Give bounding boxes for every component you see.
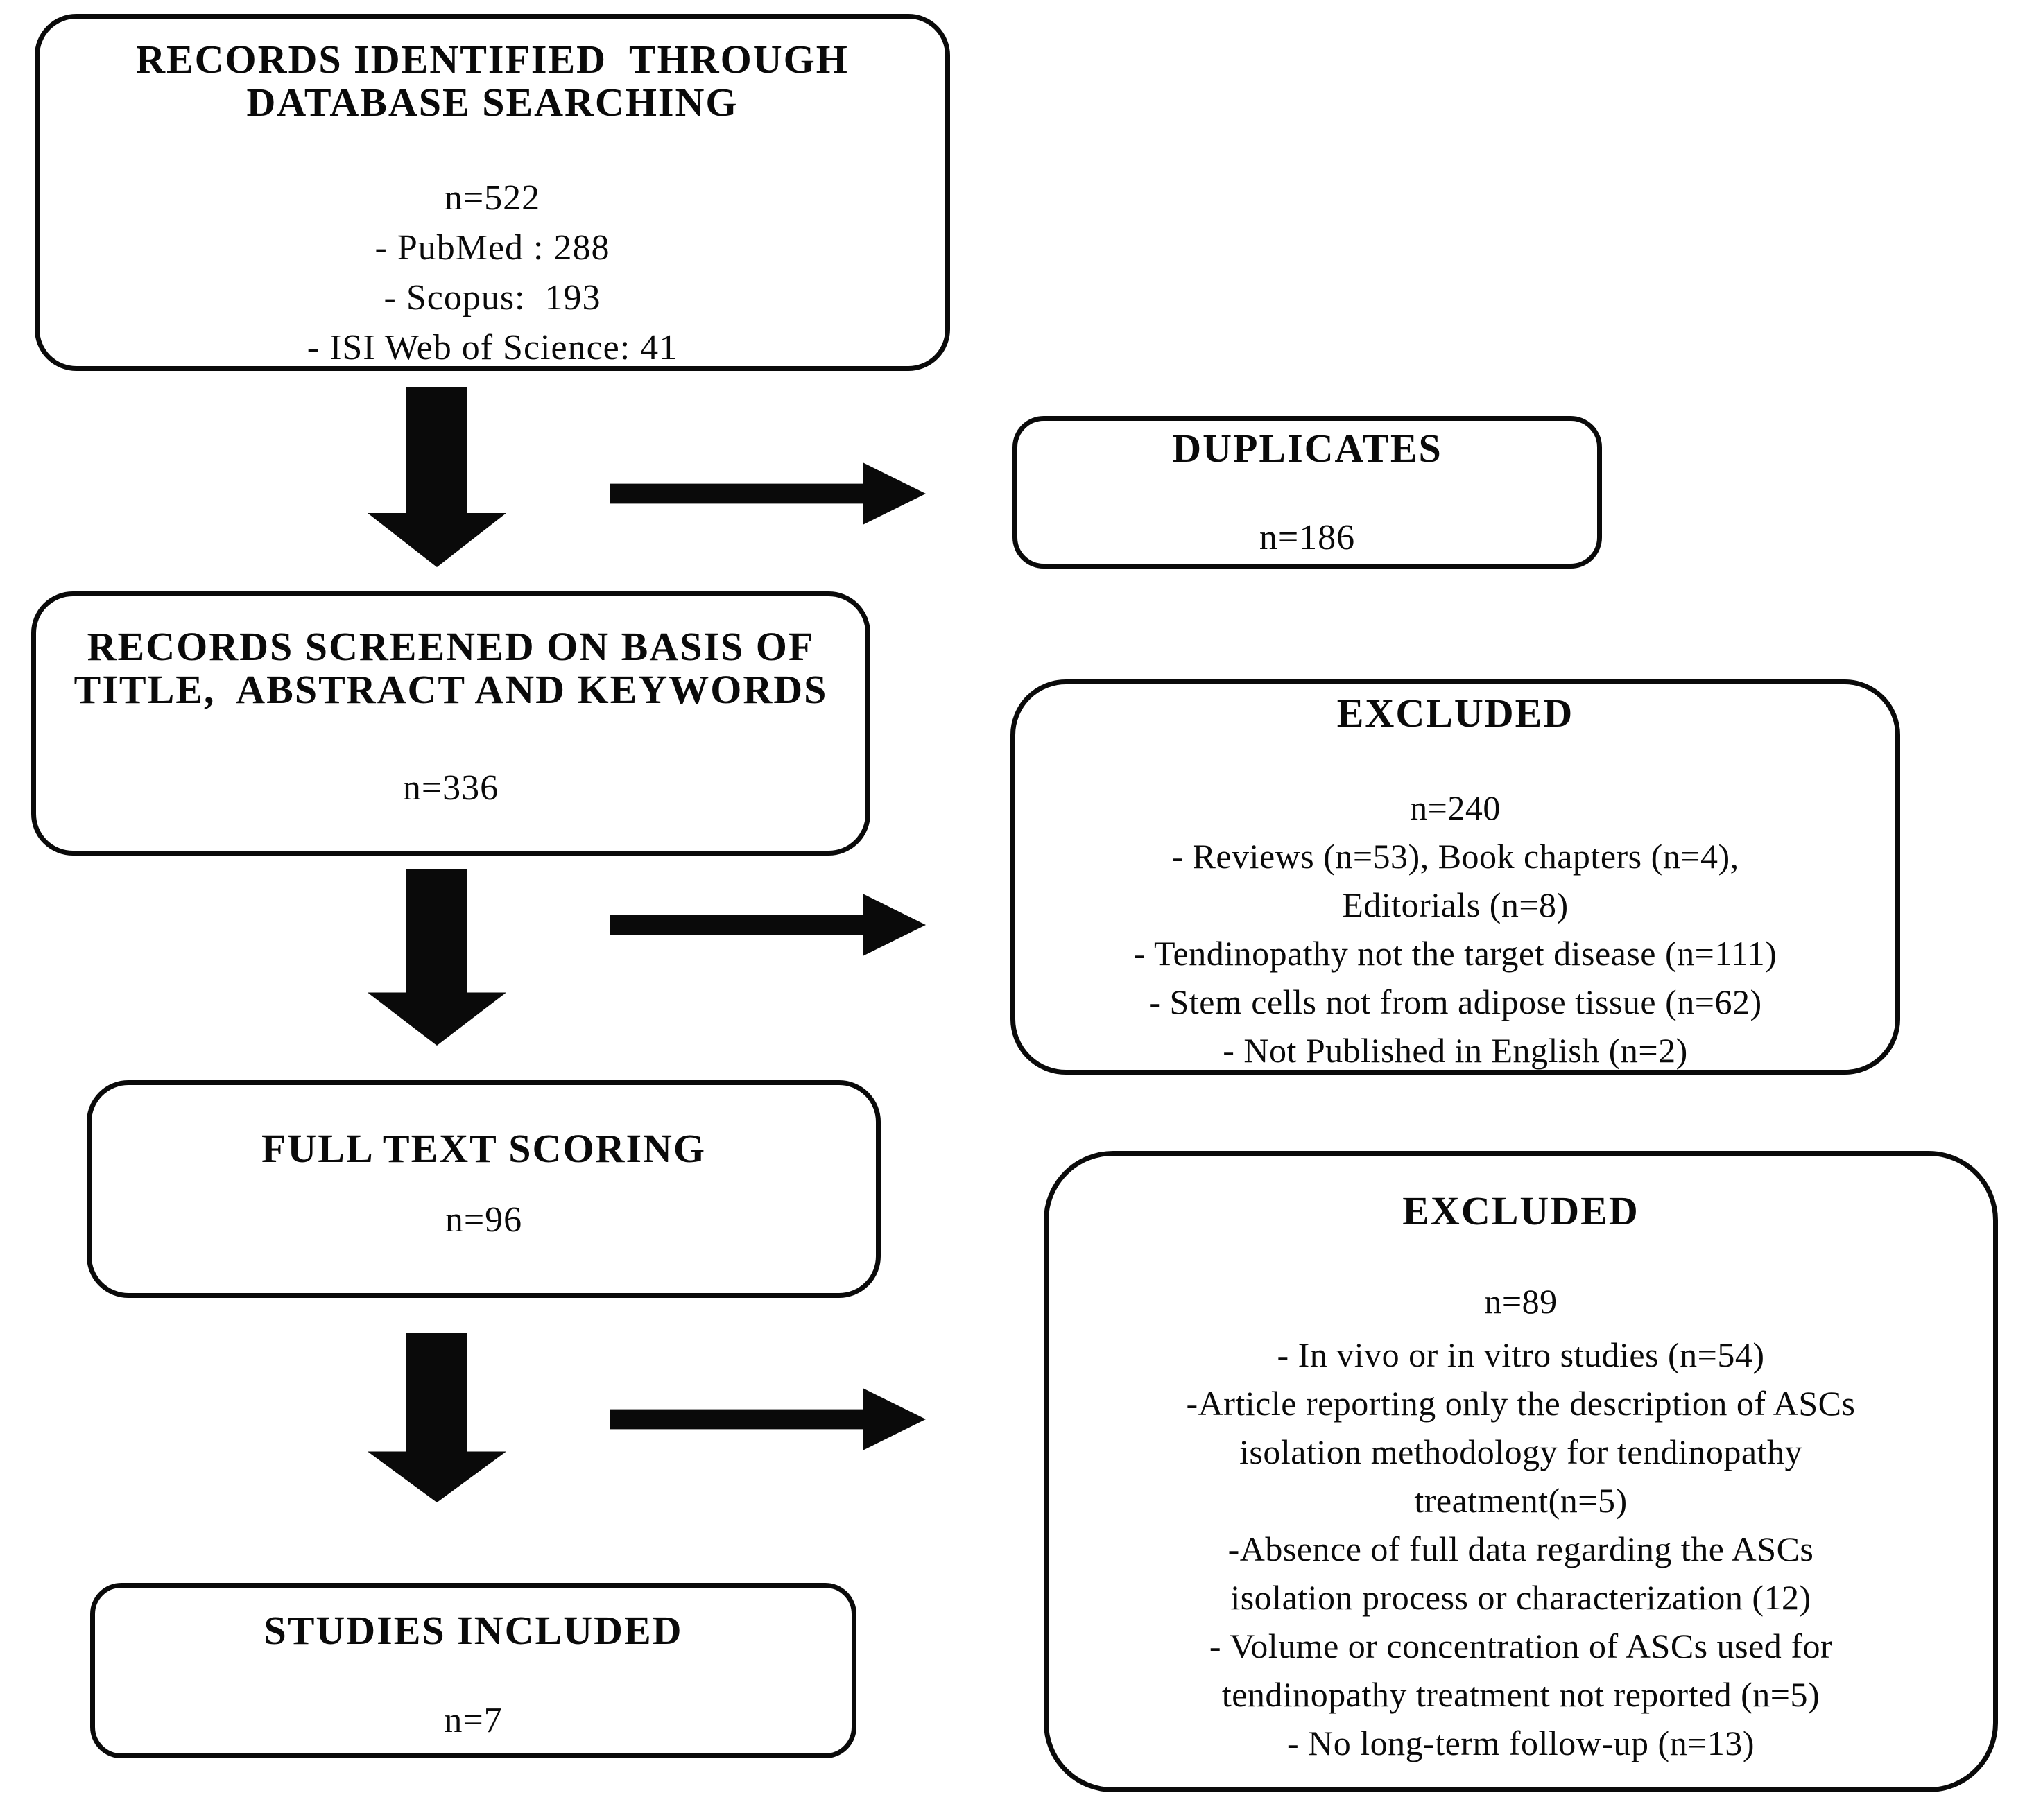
right-arrow-to-excluded-screening [610,894,926,956]
excluded-fulltext-reason-invivo: - In vivo or in vitro studies (n=54) [1277,1335,1765,1374]
right-arrow-to-excluded-fulltext [610,1388,926,1450]
box-studies-included: STUDIES INCLUDED n=7 [90,1583,856,1758]
excluded-screening-count: n=240 [1410,788,1501,827]
records-identified-source-isi: - ISI Web of Science: 41 [307,328,678,367]
excluded-fulltext-reason-article-line3: treatment(n=5) [1414,1481,1628,1520]
excluded-fulltext-reason-article-line1: -Article reporting only the description … [1186,1384,1856,1423]
records-identified-source-scopus: - Scopus: 193 [384,278,601,318]
records-identified-title-line2: DATABASE SEARCHING [246,80,739,125]
excluded-fulltext-reason-absence-line1: -Absence of full data regarding the ASCs [1227,1529,1814,1568]
full-text-scoring-title: FULL TEXT SCORING [261,1126,707,1171]
records-screened-count: n=336 [402,768,499,808]
excluded-fulltext-count: n=89 [1484,1282,1558,1321]
down-arrow-fulltext-to-included [368,1333,506,1502]
full-text-scoring-count: n=96 [445,1200,523,1240]
box-excluded-full-text: EXCLUDED n=89 - In vivo or in vitro stud… [1044,1151,1998,1792]
excluded-fulltext-reason-volume-line2: tendinopathy treatment not reported (n=5… [1221,1675,1820,1714]
records-screened-title-line1: RECORDS SCREENED ON BASIS OF [87,624,815,669]
excluded-screening-reason-editorials: Editorials (n=8) [1342,885,1569,924]
right-arrow-to-duplicates [610,462,926,525]
down-arrow-identified-to-screened [368,387,506,567]
box-excluded-screening: EXCLUDED n=240 - Reviews (n=53), Book ch… [1010,679,1900,1075]
box-records-screened: RECORDS SCREENED ON BASIS OF TITLE, ABST… [31,591,870,856]
excluded-fulltext-reason-followup: - No long-term follow-up (n=13) [1286,1724,1755,1762]
excluded-fulltext-reason-absence-line2: isolation process or characterization (1… [1230,1578,1811,1617]
excluded-screening-reason-tendinopathy: - Tendinopathy not the target disease (n… [1133,934,1777,973]
excluded-fulltext-title: EXCLUDED [1402,1188,1639,1233]
excluded-screening-title: EXCLUDED [1336,691,1574,736]
box-full-text-scoring: FULL TEXT SCORING n=96 [87,1080,881,1298]
excluded-fulltext-reason-volume-line1: - Volume or concentration of ASCs used f… [1209,1627,1833,1665]
down-arrow-screened-to-fulltext [368,869,506,1046]
box-duplicates: DUPLICATES n=186 [1013,416,1602,569]
studies-included-title: STUDIES INCLUDED [264,1608,683,1653]
duplicates-title: DUPLICATES [1172,426,1442,471]
records-identified-title-line1: RECORDS IDENTIFIED THROUGH [136,37,849,82]
duplicates-count: n=186 [1259,518,1356,557]
excluded-screening-reason-stem-cells: - Stem cells not from adipose tissue (n=… [1148,982,1762,1021]
excluded-fulltext-reason-article-line2: isolation methodology for tendinopathy [1239,1432,1802,1471]
box-records-identified: RECORDS IDENTIFIED THROUGH DATABASE SEAR… [35,14,950,371]
excluded-screening-reason-language: - Not Published in English (n=2) [1223,1031,1688,1070]
excluded-screening-reason-reviews: - Reviews (n=53), Book chapters (n=4), [1171,837,1739,876]
records-screened-title-line2: TITLE, ABSTRACT AND KEYWORDS [74,667,828,712]
records-identified-source-pubmed: - PubMed : 288 [374,228,610,268]
records-identified-count: n=522 [444,178,541,218]
studies-included-count: n=7 [444,1701,503,1740]
